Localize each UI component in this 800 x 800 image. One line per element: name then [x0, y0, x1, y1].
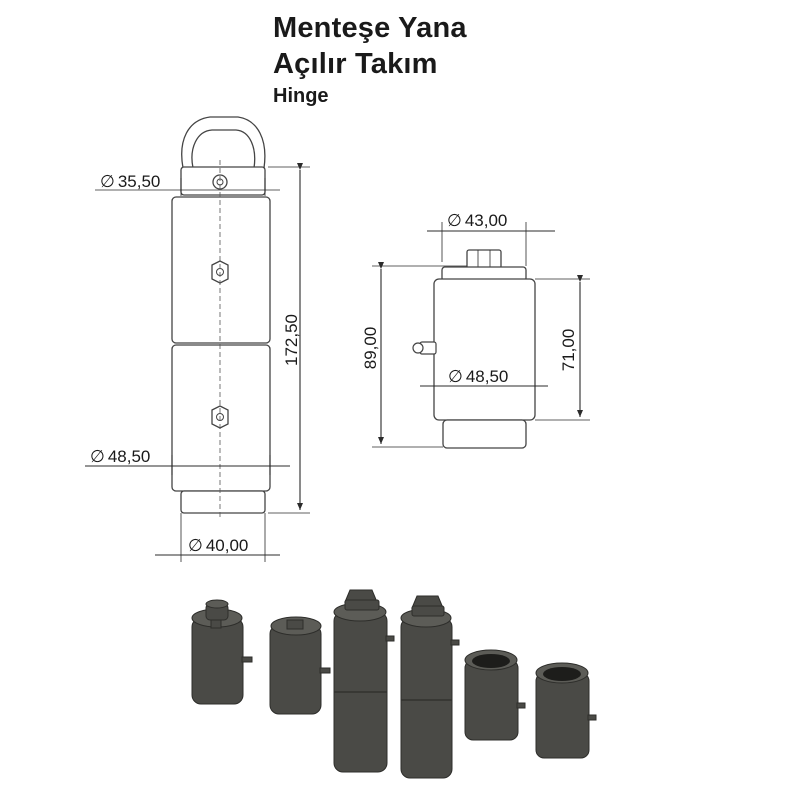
product-photo-group	[191, 589, 597, 779]
dim-right-body-diameter: ∅48,50	[448, 367, 508, 386]
hinge-handle	[181, 116, 266, 169]
product-render-tall-2	[400, 595, 460, 779]
hinge-bottom-sleeve	[180, 490, 266, 514]
product-title-line-2: Açılır Takım	[273, 48, 438, 80]
product-render-short-1	[191, 599, 253, 705]
title-block: Menteşe Yana Açılır Takım Hinge	[273, 10, 467, 108]
dim-left-body-diameter: ∅48,50	[90, 447, 150, 466]
product-render-sleeve-1	[464, 649, 526, 741]
dim-right-top-diameter: ∅43,00	[447, 211, 507, 230]
product-render-sleeve-2	[535, 662, 597, 759]
product-render-short-2	[269, 616, 331, 715]
short-hinge-bottom-sleeve	[442, 419, 527, 449]
product-render-tall-1	[333, 589, 395, 773]
dim-right-body-height: 71,00	[559, 329, 578, 372]
dim-left-height: 172,50	[282, 314, 301, 366]
product-subtitle: Hinge	[273, 85, 329, 107]
short-hinge-drawing: ∅43,00 89,00 71,00 ∅48,50	[361, 211, 590, 449]
bolt-head	[466, 249, 502, 269]
dim-left-top-diameter: ∅35,50	[100, 172, 160, 191]
short-hinge-body	[433, 278, 536, 421]
side-grease-nipple-icon	[412, 341, 437, 355]
product-title-line-1: Menteşe Yana	[273, 12, 467, 44]
dim-left-bottom-diameter: ∅40,00	[188, 536, 248, 555]
dim-right-total-height: 89,00	[361, 327, 380, 370]
tall-hinge-drawing: ∅35,50 172,50 ∅48,50 ∅40,00	[85, 116, 310, 562]
